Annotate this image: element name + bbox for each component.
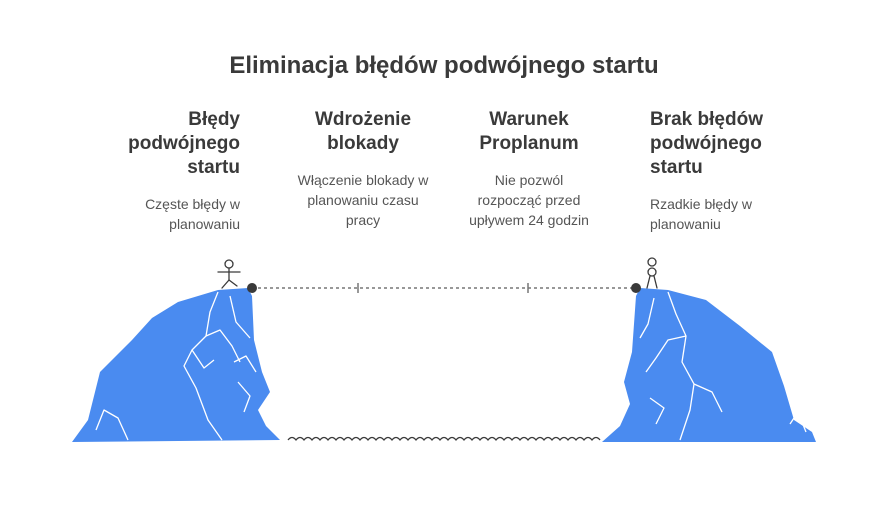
water-waves-icon [287,436,601,442]
stage-2-description: Włączenie blokady w planowaniu czasu pra… [278,170,448,230]
stage-2-heading-line: Wdrożenie [314,109,412,130]
stage-3-heading: Warunek Proplanum [444,108,614,156]
stage-1-heading-line: startu [187,157,240,178]
stage-1-heading: Błędy podwójnego startu [70,108,240,180]
stage-1-heading-line: Błędy [188,109,240,130]
stage-4-heading-line: podwójnego [650,133,762,154]
stage-2-heading-line: blokady [327,133,399,154]
left-cliff-icon [72,288,280,442]
stage-1-description-line: Częste błędy w [145,196,240,212]
stage-4-description-line: Rzadkie błędy w [650,196,752,212]
rope-anchor-left [247,283,257,293]
stage-1-description-line: planowaniu [169,216,240,232]
stage-2-description-line: Włączenie blokady w [297,172,429,188]
stage-3-description-line: upływem 24 godzin [469,212,589,228]
rope-anchor-right [631,283,641,293]
stage-4: Brak błędów podwójnego startu Rzadkie bł… [650,108,820,234]
stage-1-description: Częste błędy w planowaniu [70,194,240,234]
stage-3-description-line: rozpocząć przed [477,192,581,208]
stage-2-description-line: pracy [345,212,381,228]
stage-2-description-line: planowaniu czasu [307,192,419,208]
stage-3-description: Nie pozwól rozpocząć przed upływem 24 go… [444,170,614,230]
stage-1: Błędy podwójnego startu Częste błędy w p… [70,108,240,234]
stage-4-heading-line: startu [650,157,703,178]
stage-1-heading-line: podwójnego [128,133,240,154]
tightrope-walker-icon [217,259,241,289]
right-cliff-icon [602,288,816,442]
stage-4-description: Rzadkie błędy w planowaniu [650,194,820,234]
stage-4-description-line: planowaniu [650,216,721,232]
stage-2: Wdrożenie blokady Włączenie blokady w pl… [278,108,448,230]
diagram-title: Eliminacja błędów podwójnego startu [229,52,659,79]
stage-3: Warunek Proplanum Nie pozwól rozpocząć p… [444,108,614,230]
stage-3-description-line: Nie pozwól [494,172,564,188]
stage-4-heading: Brak błędów podwójnego startu [650,108,820,180]
standing-person-icon [646,257,658,289]
stage-2-heading: Wdrożenie blokady [278,108,448,156]
stage-3-heading-line: Warunek [489,109,569,130]
stage-3-heading-line: Proplanum [479,133,579,154]
tightrope [247,283,641,293]
stage-4-heading-line: Brak błędów [650,109,763,130]
